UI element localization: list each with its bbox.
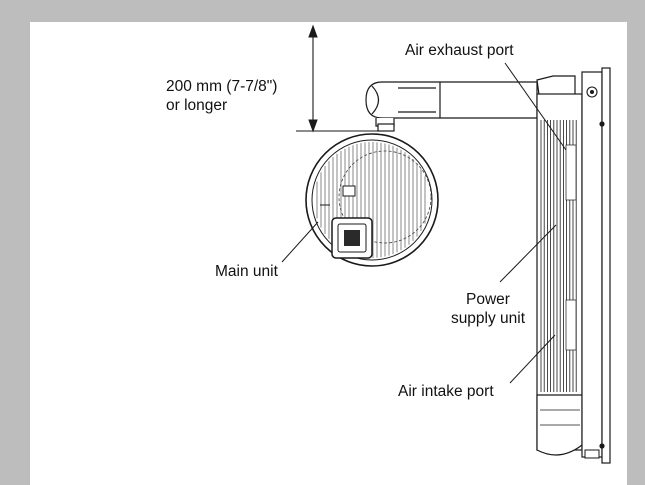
power-supply-label-line1: Power — [466, 291, 510, 308]
clearance-dimension — [296, 24, 382, 133]
power-supply-label-line2: supply unit — [450, 310, 526, 327]
mounting-arm — [365, 81, 538, 132]
air-exhaust-port-label: Air exhaust port — [405, 42, 514, 59]
main-unit-drawing — [305, 133, 439, 267]
clearance-label-line2: or longer — [166, 97, 228, 114]
air-intake-port-label: Air intake port — [398, 383, 494, 400]
clearance-label-line1: 200 mm (7-7/8") — [166, 78, 278, 95]
main-unit-label: Main unit — [215, 263, 278, 280]
leader-lines — [281, 62, 567, 384]
power-supply-drawing — [536, 67, 611, 464]
